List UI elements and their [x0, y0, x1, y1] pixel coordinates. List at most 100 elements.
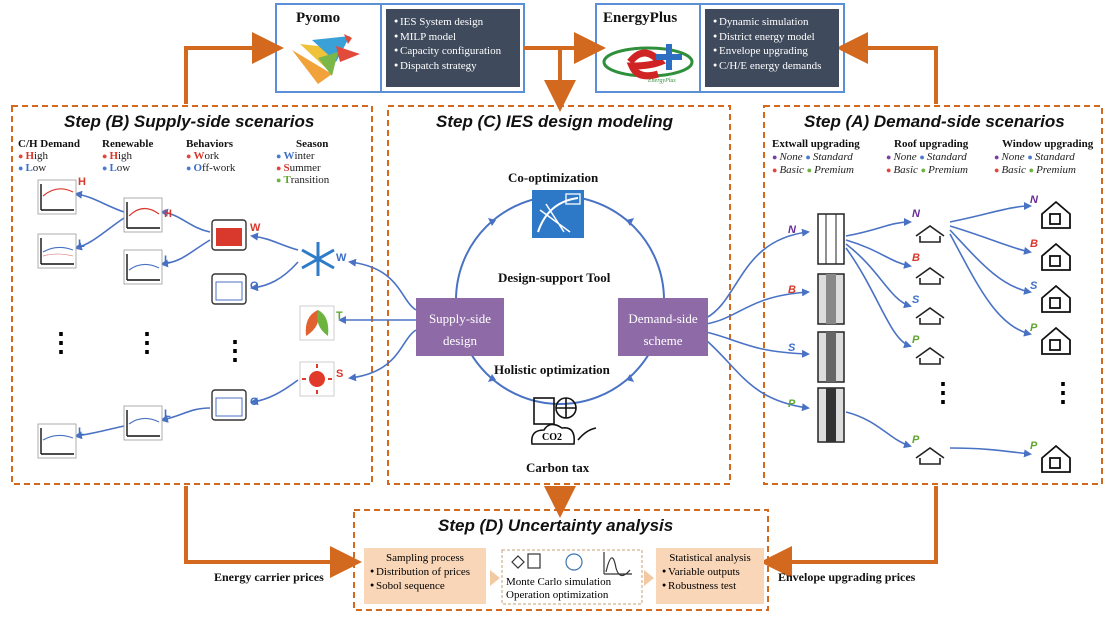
roof-icons [915, 225, 945, 465]
letter-b: B [912, 252, 920, 264]
carbon-tax-label: Carbon tax [526, 460, 590, 475]
letter-p: P [912, 334, 920, 346]
letter-l: L [78, 426, 85, 438]
energyplus-title: EnergyPlus [603, 10, 678, 26]
letter-o: O [250, 396, 259, 408]
letter-l: L [164, 254, 171, 266]
letter-s: S [912, 294, 920, 306]
energyplus-item: Dynamic simulation [713, 15, 833, 30]
letter-p: P [788, 398, 796, 410]
design-tool-label: Design-support Tool [498, 270, 611, 285]
column-header: Extwall upgrading [772, 138, 860, 150]
step-a-col-roof: Roof upgrading None Standard Basic Premi… [886, 138, 968, 177]
orange-flow-arrows [184, 32, 938, 578]
step-c-frame [387, 105, 731, 485]
step-b-col-behaviors: Behaviors Work Off-work [186, 138, 235, 174]
letter-p: P [1030, 322, 1038, 334]
box-title: Statistical analysis [669, 552, 751, 564]
option-none: None [886, 151, 917, 163]
ellipsis: ⋮ [222, 336, 248, 365]
box-item: Robustness test [662, 579, 758, 593]
column-header: Renewable [102, 138, 154, 150]
option-rest: igh [118, 150, 133, 162]
column-header: C/H Demand [18, 138, 81, 150]
option-premium: Premium [807, 164, 854, 176]
letter-h: H [164, 208, 172, 220]
letter-l: L [78, 238, 85, 250]
box-title: Sampling process [386, 552, 464, 564]
option-rest: igh [34, 150, 49, 162]
option-initial: T [283, 174, 291, 186]
pyomo-logo-icon [292, 34, 360, 84]
box-line: design [443, 333, 477, 348]
option-none: None [994, 151, 1025, 163]
supply-connectors [74, 190, 417, 440]
ellipsis: ⋮ [48, 328, 74, 357]
energyplus-item: C/H/E energy demands [713, 59, 833, 74]
co-optimization-label: Co-optimization [508, 170, 599, 185]
column-header: Behaviors [186, 138, 234, 150]
option-standard: Standard [805, 151, 852, 163]
pyomo-item: MILP model [394, 30, 514, 45]
step-a-frame [763, 105, 1103, 485]
leaf-icon [299, 305, 335, 341]
option-rest: ransition [290, 174, 330, 186]
box-line: scheme [643, 333, 683, 348]
letter-s: S [788, 342, 796, 354]
energyplus-logo-text: EnergyPlus [648, 78, 676, 84]
pyomo-item: IES System design [394, 15, 514, 30]
energyplus-item: Envelope upgrading [713, 44, 833, 59]
box-line: Demand-side [628, 311, 698, 326]
step-a-col-window: Window upgrading None Standard Basic Pre… [994, 138, 1093, 177]
option-rest: ow [32, 162, 47, 174]
option-rest: ummer [289, 162, 321, 174]
box-line: Supply-side [428, 311, 492, 326]
option-basic: Basic [772, 164, 804, 176]
box-item: Monte Carlo simulation [506, 576, 612, 588]
snowflake-icon [301, 242, 335, 276]
option-basic: Basic [886, 164, 918, 176]
option-premium: Premium [1029, 164, 1076, 176]
demand-side-scheme-box: Demand-side scheme [618, 298, 708, 356]
letter-p: P [1030, 440, 1038, 452]
option-rest: ow [116, 162, 131, 174]
monte-carlo-icons [511, 552, 632, 577]
step-b-col-renewable: Renewable High Low [102, 138, 153, 174]
chart-thumbnails [37, 179, 163, 459]
letter-n: N [1030, 194, 1038, 206]
monte-carlo-frame [501, 549, 643, 605]
letter-b: B [1030, 238, 1038, 250]
wall-icons [817, 213, 845, 443]
calendar-icons [211, 219, 247, 421]
step-b-col-demand: C/H Demand High Low [18, 138, 80, 174]
option-premium: Premium [921, 164, 968, 176]
letter-l: L [164, 408, 171, 420]
step-b-title: Step (B) Supply-side scenarios [64, 112, 315, 131]
option-initial: W [283, 150, 295, 162]
letter-s: S [1030, 280, 1038, 292]
option-rest: ork [204, 150, 220, 162]
box-item: Sobol sequence [370, 579, 480, 593]
ellipsis: ⋮ [134, 328, 160, 357]
letter-p: P [912, 434, 920, 446]
monte-carlo-list: Monte Carlo simulation Operation optimiz… [506, 576, 611, 602]
envelope-upgrading-prices-label: Envelope upgrading prices [778, 570, 916, 584]
letter-n: N [912, 208, 920, 220]
option-initial: S [283, 162, 290, 174]
energyplus-feature-list: Dynamic simulation District energy model… [705, 9, 839, 87]
ellipsis: ⋮ [930, 378, 956, 407]
box-item: Operation optimization [506, 589, 609, 601]
step-d-title: Step (D) Uncertainty analysis [438, 516, 674, 535]
letter-b: B [788, 284, 796, 296]
option-standard: Standard [1027, 151, 1074, 163]
letter-o: O [250, 280, 259, 292]
option-rest: inter [294, 150, 315, 162]
option-initial: H [25, 150, 34, 162]
option-initial: L [25, 162, 33, 174]
step-b-frame [11, 105, 373, 485]
sampling-process-box: Sampling process Distribution of prices … [364, 548, 486, 604]
box-item: Variable outputs [662, 565, 758, 579]
letter-h: H [78, 176, 86, 188]
letter-w: W [336, 252, 347, 264]
pyomo-item: Dispatch strategy [394, 59, 514, 74]
